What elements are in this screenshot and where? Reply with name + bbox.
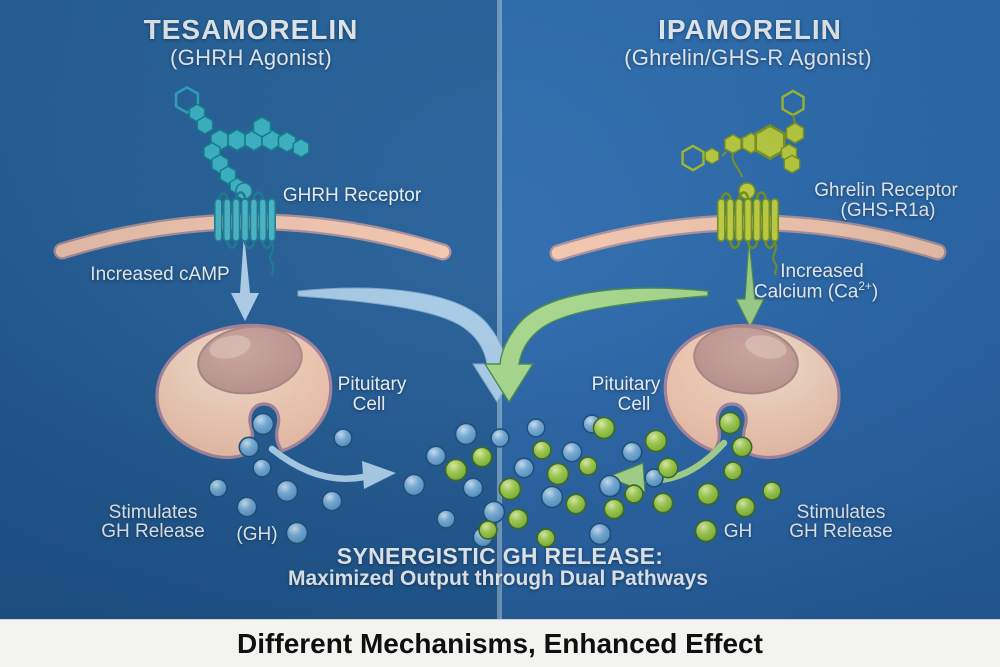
gh-dot-green	[578, 456, 598, 476]
gh-dot-green	[694, 519, 718, 543]
footer-caption: Different Mechanisms, Enhanced Effect	[237, 628, 763, 659]
ghrelin-receptor-label-line1: Ghrelin Receptor	[814, 180, 958, 201]
synergy-subheadline: Maximized Output through Dual Pathways	[287, 567, 709, 590]
gh-dot-green	[723, 461, 743, 481]
pituitary-cell-label-left-line2: Cell	[352, 394, 386, 415]
gh-dot-blue	[208, 478, 228, 498]
pituitary-cell-label-right-line2: Cell	[617, 394, 651, 415]
pituitary-cell-icon-right	[663, 319, 841, 460]
gh-dots	[208, 411, 782, 548]
diagram-artwork	[53, 86, 947, 548]
gh-dot-blue	[482, 500, 506, 524]
gh-dot-green	[592, 416, 616, 440]
gh-dot-green	[536, 528, 556, 548]
gh-dot-green	[624, 484, 644, 504]
gh-dot-blue	[333, 428, 353, 448]
gh-dot-green	[471, 446, 493, 468]
stimulates-label-left-line1: Stimulates	[108, 502, 198, 523]
gh-dot-green	[657, 457, 679, 479]
calcium-text: Calcium (Ca	[753, 281, 859, 303]
gh-dot-green	[644, 429, 668, 453]
calcium-close-paren: )	[871, 281, 879, 303]
gh-dot-blue	[526, 418, 546, 438]
gh-dot-blue	[285, 521, 309, 545]
gh-dot-green	[532, 440, 552, 460]
gh-dot-blue	[588, 522, 612, 546]
gh-dot-green	[762, 481, 782, 501]
pituitary-cell-label-left-line1: Pituitary	[337, 374, 407, 395]
gh-dot-blue	[238, 436, 260, 458]
gh-dot-blue	[644, 468, 664, 488]
stimulates-label-left-line2: GH Release	[101, 521, 205, 542]
ipamorelin-molecule-icon	[681, 89, 805, 178]
footer-band: Different Mechanisms, Enhanced Effect	[0, 619, 1000, 667]
stimulates-label-right-line1: Stimulates	[796, 502, 886, 523]
gh-dot-green	[603, 498, 625, 520]
ghrelin-receptor-label-line2: (GHS-R1a)	[840, 200, 936, 221]
synergy-arrow-right	[483, 287, 709, 404]
gh-dot-green	[734, 496, 756, 518]
gh-dot-blue	[275, 479, 299, 503]
panel-divider	[497, 0, 502, 620]
pituitary-cell-icon-left	[155, 319, 333, 460]
synergy-headline: SYNERGISTIC GH RELEASE:	[336, 543, 664, 569]
gh-dot-blue	[425, 445, 447, 467]
gh-dot-blue	[321, 490, 343, 512]
gh-dot-green	[444, 458, 468, 482]
gh-dot-blue	[490, 428, 510, 448]
gh-dot-green	[731, 436, 753, 458]
camp-arrow	[231, 234, 259, 321]
gh-dot-blue	[621, 441, 643, 463]
gh-dot-blue	[236, 496, 258, 518]
left-title: TESAMORELIN	[143, 14, 359, 45]
gh-dot-blue	[252, 458, 272, 478]
synergy-arrow-left	[297, 287, 522, 403]
gh-label-left: (GH)	[236, 524, 278, 545]
camp-label: Increased cAMP	[90, 264, 230, 285]
gh-dot-blue	[561, 441, 583, 463]
ghrh-receptor-label: GHRH Receptor	[282, 185, 422, 206]
gh-dot-blue	[513, 457, 535, 479]
release-arrow-left	[268, 445, 396, 489]
gh-dot-blue	[454, 422, 478, 446]
gh-dot-green	[507, 508, 529, 530]
gh-dot-green	[718, 411, 742, 435]
calcium-label-line2: Calcium (Ca2+)	[753, 280, 879, 303]
calcium-label-line1: Increased	[780, 261, 864, 282]
stimulates-label-right-line2: GH Release	[789, 521, 893, 542]
gh-dot-blue	[598, 474, 622, 498]
gh-dot-blue	[251, 412, 275, 436]
left-subtitle: (GHRH Agonist)	[170, 45, 332, 70]
gh-dot-green	[478, 520, 498, 540]
gh-dot-blue	[402, 473, 426, 497]
gh-dot-green	[696, 482, 720, 506]
gh-dot-green	[652, 492, 674, 514]
gh-label-right: GH	[723, 521, 753, 542]
pituitary-cell-label-right-line1: Pituitary	[591, 374, 661, 395]
gh-dot-blue	[436, 509, 456, 529]
gh-dot-blue	[462, 477, 484, 499]
tesamorelin-molecule-icon	[174, 86, 310, 195]
right-title: IPAMORELIN	[658, 14, 842, 45]
gh-dot-blue	[540, 485, 564, 509]
calcium-superscript: 2+	[858, 280, 872, 293]
gh-dot-green	[498, 477, 522, 501]
gh-dot-green	[546, 462, 570, 486]
gh-dot-green	[565, 493, 587, 515]
right-subtitle: (Ghrelin/GHS-R Agonist)	[624, 45, 872, 70]
